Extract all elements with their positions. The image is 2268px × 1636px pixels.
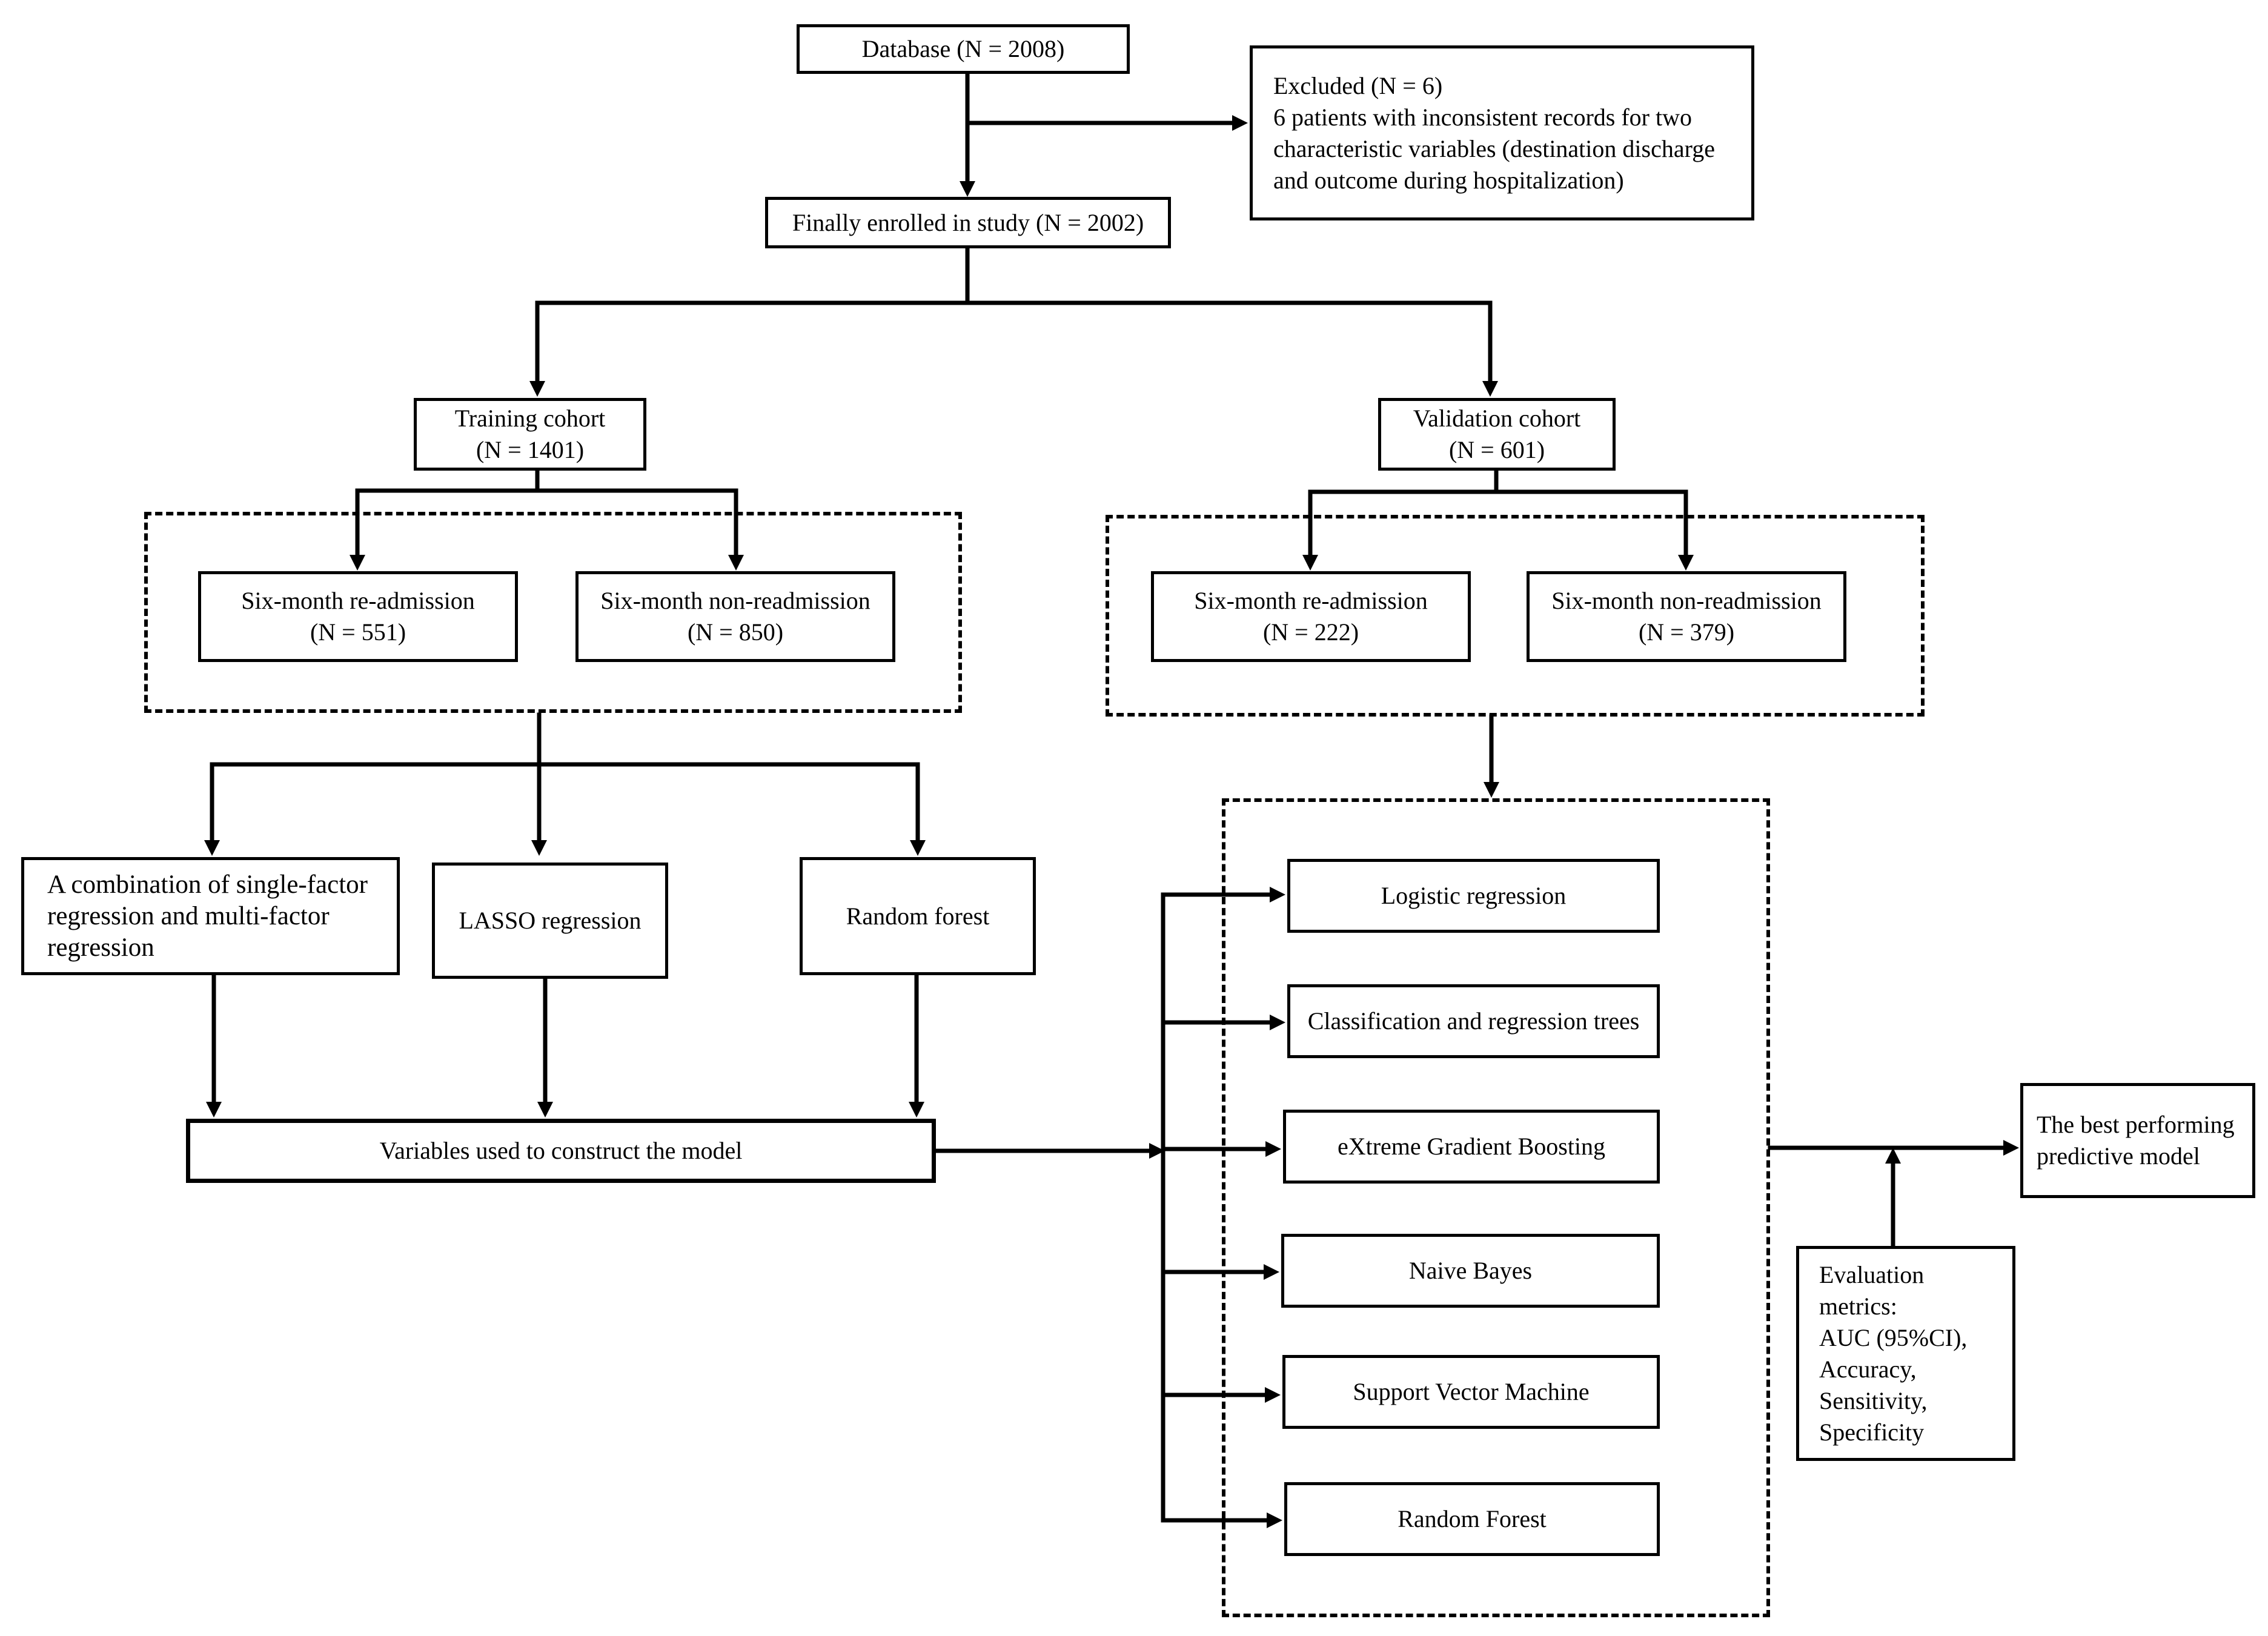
arrow-validation-nonreadmit-head (1678, 555, 1694, 571)
validation-cohort-label: Validation cohort (N = 601) (1413, 405, 1581, 463)
training-readmission-label: Six-month re-admission (N = 551) (241, 587, 475, 646)
training-nonreadmission-box: Six-month non-readmission (N = 850) (575, 571, 895, 662)
training-cohort-label: Training cohort (N = 1401) (454, 405, 606, 463)
model-xgboost: eXtreme Gradient Boosting (1283, 1110, 1660, 1184)
model-naive-bayes-label: Naive Bayes (1408, 1257, 1533, 1284)
random-forest-selection-box: Random forest (800, 857, 1036, 975)
arrow-to-excluded-head (1232, 115, 1248, 131)
training-readmission-box: Six-month re-admission (N = 551) (198, 571, 518, 662)
validation-outcome-group (1106, 515, 1925, 717)
model-svm-label: Support Vector Machine (1353, 1378, 1590, 1405)
arrow-metrics-head (1885, 1148, 1901, 1164)
arrow-model-1-head (1270, 887, 1285, 902)
model-logistic-regression: Logistic regression (1287, 859, 1660, 933)
variables-box: Variables used to construct the model (186, 1119, 936, 1183)
arrow-variables-to-models-head (1149, 1143, 1165, 1159)
evaluation-metrics-box: Evaluation metrics: AUC (95%CI), Accurac… (1796, 1246, 2015, 1461)
arrow-model-2-head (1270, 1015, 1285, 1030)
database-label: Database (N = 2008) (861, 35, 1065, 62)
arrow-to-combination-head (204, 840, 220, 856)
combination-regression-box: A combination of single-factor regressio… (21, 857, 400, 975)
arrow-database-enrolled-head (960, 181, 975, 197)
model-cart: Classification and regression trees (1287, 984, 1660, 1058)
validation-nonreadmission-box: Six-month non-readmission (N = 379) (1527, 571, 1846, 662)
validation-readmission-box: Six-month re-admission (N = 222) (1151, 571, 1471, 662)
validation-readmission-label: Six-month re-admission (N = 222) (1194, 587, 1428, 646)
lasso-regression-box: LASSO regression (432, 863, 668, 979)
arrow-model-3-head (1265, 1141, 1281, 1157)
arrow-model-4-head (1264, 1264, 1279, 1280)
database-box: Database (N = 2008) (797, 24, 1130, 74)
enrolled-box: Finally enrolled in study (N = 2002) (765, 197, 1171, 248)
evaluation-metrics-label: Evaluation metrics: AUC (95%CI), Accurac… (1819, 1260, 1968, 1446)
best-model-box: The best performing predictive model (2020, 1083, 2255, 1198)
model-cart-label: Classification and regression trees (1307, 1007, 1640, 1035)
training-nonreadmission-label: Six-month non-readmission (N = 850) (600, 587, 870, 646)
arrow-to-lasso-head (531, 840, 547, 856)
best-model-label: The best performing predictive model (2037, 1111, 2235, 1170)
lasso-regression-label: LASSO regression (459, 907, 642, 934)
arrow-lasso-variables-head (537, 1102, 553, 1118)
arrow-rf-variables-head (909, 1102, 924, 1118)
model-group (1222, 798, 1770, 1617)
model-random-forest-label: Random Forest (1398, 1505, 1547, 1532)
validation-nonreadmission-label: Six-month non-readmission (N = 379) (1551, 587, 1822, 646)
arrow-model-6-head (1267, 1512, 1282, 1528)
arrow-combination-variables-head (206, 1102, 222, 1118)
training-outcome-group (144, 512, 962, 713)
validation-cohort-box: Validation cohort (N = 601) (1378, 398, 1616, 471)
excluded-label: Excluded (N = 6) 6 patients with inconsi… (1273, 71, 1715, 194)
arrow-validation-readmit-head (1302, 555, 1318, 571)
variables-label: Variables used to construct the model (379, 1137, 743, 1164)
arrow-validation-to-models-head (1484, 782, 1499, 798)
arrow-to-best-model-head (2003, 1140, 2019, 1156)
excluded-box: Excluded (N = 6) 6 patients with inconsi… (1250, 45, 1754, 220)
model-logistic-regression-label: Logistic regression (1381, 882, 1567, 909)
arrow-training-readmit-head (350, 555, 365, 571)
arrow-to-training-head (529, 381, 545, 397)
model-xgboost-label: eXtreme Gradient Boosting (1337, 1133, 1606, 1160)
arrow-to-random-forest-selection-head (910, 840, 926, 856)
training-cohort-box: Training cohort (N = 1401) (414, 398, 646, 471)
model-svm: Support Vector Machine (1282, 1355, 1660, 1429)
model-random-forest: Random Forest (1284, 1482, 1660, 1556)
combination-regression-label: A combination of single-factor regressio… (47, 870, 368, 962)
enrolled-label: Finally enrolled in study (N = 2002) (792, 208, 1144, 236)
arrow-training-nonreadmit-head (728, 555, 744, 571)
model-naive-bayes: Naive Bayes (1281, 1234, 1660, 1308)
arrow-to-validation-head (1482, 381, 1498, 397)
arrow-model-5-head (1265, 1387, 1281, 1403)
random-forest-selection-label: Random forest (846, 902, 990, 930)
